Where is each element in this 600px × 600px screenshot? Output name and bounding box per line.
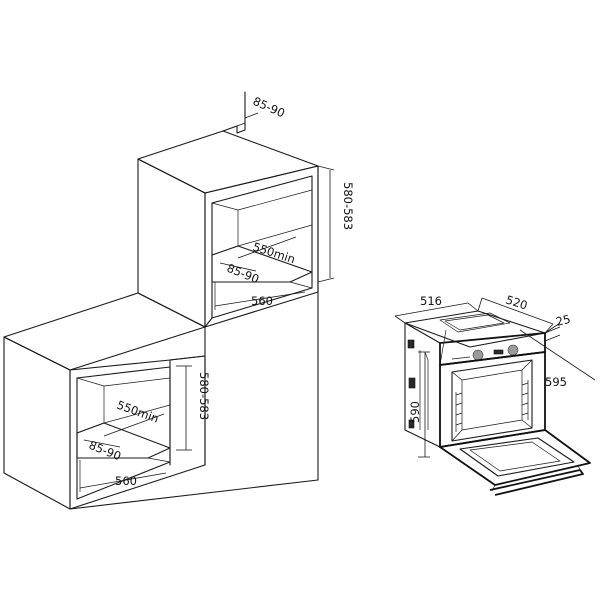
tall-cabinet-front — [137, 158, 206, 328]
base-cabinet-side — [169, 326, 206, 361]
dim-base-width: 560 — [79, 460, 167, 492]
oven-cavity — [451, 359, 533, 442]
dim-oven-depth: 520 — [477, 293, 554, 334]
dim-tall-top-gap-label: 85-90 — [251, 94, 287, 120]
dim-oven-depth-label: 520 — [504, 293, 529, 313]
dim-oven-front-width: 595 — [519, 322, 596, 389]
dim-oven-height-label: 590 — [408, 401, 422, 423]
dim-oven-panel-depth: 25 — [544, 312, 572, 342]
tall-niche-floor — [211, 245, 313, 283]
base-niche-floor — [76, 422, 171, 459]
dim-base-width-label: 560 — [115, 474, 137, 488]
dim-base-height-label: 580-583 — [197, 372, 211, 420]
oven-door-glass — [459, 437, 575, 477]
dim-tall-height: 580-583 — [317, 165, 355, 283]
dim-base-depth-label: 550min — [115, 398, 161, 426]
dim-oven-panel-depth-label: 25 — [554, 312, 572, 329]
tall-cabinet — [137, 91, 319, 481]
tall-niche-back — [237, 210, 313, 247]
dim-base-bottom-gap-label: 85-90 — [87, 438, 123, 464]
oven — [404, 310, 591, 496]
base-cabinet-front — [3, 336, 71, 510]
oven-display — [493, 349, 504, 355]
dim-oven-height: 590 — [408, 329, 447, 458]
tall-cabinet-top — [137, 130, 319, 194]
oven-door — [439, 429, 591, 486]
dim-base-height: 580-583 — [176, 365, 211, 451]
base-cabinet-top — [3, 292, 206, 371]
dim-oven-width-top: 516 — [394, 294, 479, 324]
dim-base-depth: 550min — [103, 398, 165, 437]
dim-base-bottom-gap: 85-90 — [83, 438, 123, 464]
oven-knob-right — [507, 344, 519, 356]
dim-tall-depth: 550min — [237, 236, 297, 267]
oven-knob-left — [472, 349, 484, 361]
dim-oven-width-top-label: 516 — [420, 294, 442, 308]
oven-door-handle — [489, 469, 584, 496]
tall-cabinet-back-notch — [222, 91, 246, 134]
dim-tall-top-gap: 85-90 — [244, 92, 287, 120]
base-cabinet — [3, 292, 319, 510]
tall-niche-outer — [204, 165, 319, 328]
dim-oven-front-width-label: 595 — [545, 375, 567, 389]
dim-tall-width-label: 560 — [251, 294, 273, 308]
dim-tall-height-label: 580-583 — [341, 182, 355, 230]
dim-tall-depth-label: 550min — [251, 240, 297, 267]
dim-tall-width: 560 — [214, 282, 306, 310]
